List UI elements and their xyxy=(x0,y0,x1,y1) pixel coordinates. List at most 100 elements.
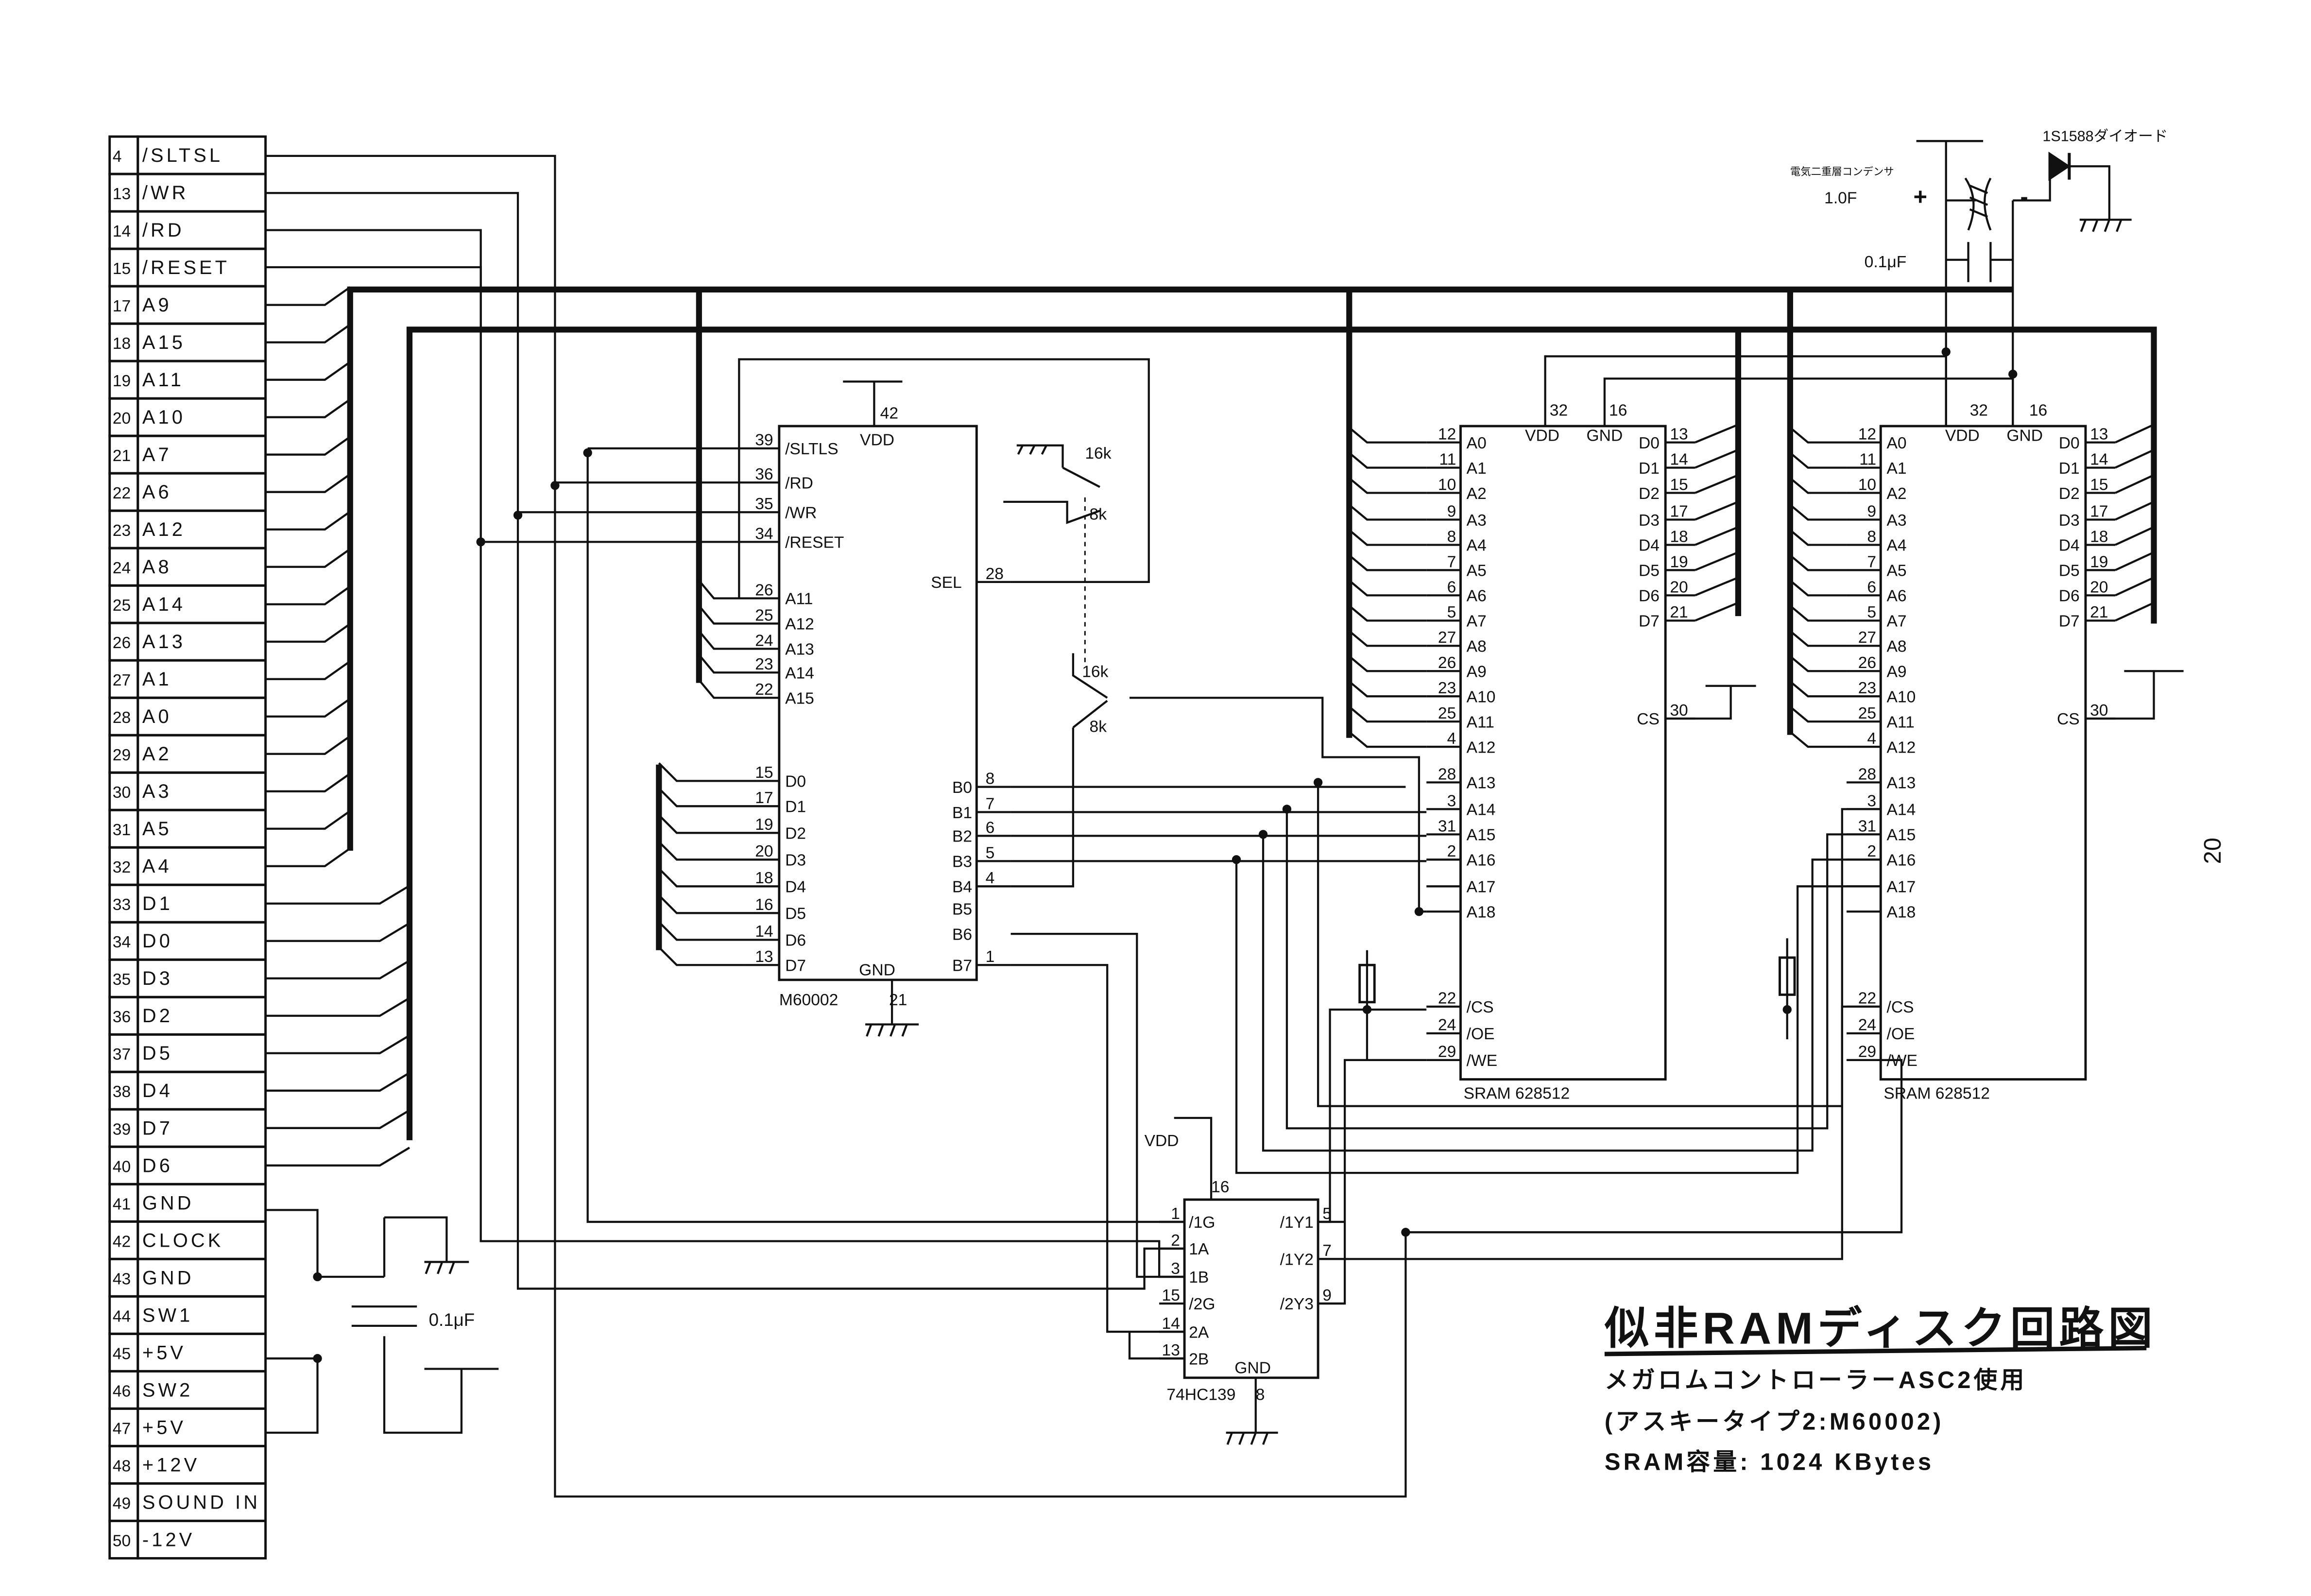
sram2-pin-d0: D0 xyxy=(2059,434,2080,452)
connector-signal-name: D4 xyxy=(142,1080,173,1101)
sram2-gnd-label: GND xyxy=(2006,427,2043,445)
sram1-pin-a12: A12 xyxy=(1467,738,1496,756)
m60002-pin-number: 36 xyxy=(755,465,773,483)
m60002-pin-b6: B6 xyxy=(952,926,972,944)
m60002-pin-number: 5 xyxy=(986,844,995,862)
sram2-vdd-pin: 32 xyxy=(1970,402,1988,420)
connector-pin-14: 14/RD xyxy=(108,210,267,250)
m60002-pin-nsltls: /SLTLS xyxy=(785,440,839,458)
m60002-pin-b2: B2 xyxy=(952,828,972,846)
m60002-pin-number: 22 xyxy=(755,681,773,699)
connector-signal-name: +5V xyxy=(142,1417,186,1438)
supercap-plus: + xyxy=(1913,184,1927,210)
sram2-pin-d6: D6 xyxy=(2059,587,2080,605)
sram2-pin-d4: D4 xyxy=(2059,537,2080,555)
m60002-pin-d0: D0 xyxy=(785,773,806,791)
ground-icons xyxy=(424,219,2184,1445)
sram1-pin-ncs: /CS xyxy=(1467,998,1494,1016)
sram1-pin-a10: A10 xyxy=(1467,688,1496,706)
connector-signal-name: A8 xyxy=(142,556,172,578)
sram-chip-1 xyxy=(1459,425,1667,1081)
sram2-pin-number: 3 xyxy=(1867,792,1876,810)
connector-pin-number: 23 xyxy=(113,522,131,540)
decoder-pin-1b: 1B xyxy=(1189,1269,1209,1287)
sram2-pin-number: 7 xyxy=(1867,553,1876,571)
sram1-pin-a11: A11 xyxy=(1467,713,1494,731)
sram1-pin-number: 20 xyxy=(1670,578,1688,596)
sram2-pin-d3: D3 xyxy=(2059,512,2080,530)
connector-pin-number: 14 xyxy=(113,223,131,240)
connector-signal-name: SOUND IN xyxy=(142,1492,260,1513)
sram2-pin-number: 17 xyxy=(2090,502,2108,520)
connector-pin-number: 32 xyxy=(113,858,131,876)
sram2-pin-d1: D1 xyxy=(2059,460,2080,478)
sram1-pin-number: 4 xyxy=(1447,730,1456,748)
m60002-label: M60002 xyxy=(779,991,838,1009)
junctions xyxy=(313,347,2018,1363)
sram1-pin-nwe: /WE xyxy=(1467,1052,1497,1070)
connector-pin-number: 45 xyxy=(113,1345,131,1363)
m60002-pin-number: 15 xyxy=(755,764,773,782)
sram2-pin-number: 6 xyxy=(1867,578,1876,596)
connector-pin-number: 47 xyxy=(113,1420,131,1438)
m60002-vdd-pin: 42 xyxy=(880,405,898,423)
connector-signal-name: /RESET xyxy=(142,257,230,278)
sram2-pin-a11: A11 xyxy=(1886,713,1914,731)
sram2-pin-a8: A8 xyxy=(1886,638,1906,656)
connector-pin-number: 39 xyxy=(113,1120,131,1138)
sram2-pin-number: 30 xyxy=(2090,702,2108,720)
decoder-pin-n2y3: /2Y3 xyxy=(1280,1295,1314,1313)
sram2-pin-d7: D7 xyxy=(2059,613,2080,631)
connector-pin-number: 18 xyxy=(113,335,131,353)
sram1-pin-number: 10 xyxy=(1438,476,1456,494)
sram2-pin-a10: A10 xyxy=(1886,688,1916,706)
sram2-pin-a6: A6 xyxy=(1886,587,1906,605)
m60002-pin-d7: D7 xyxy=(785,957,806,975)
connector-signal-name: D6 xyxy=(142,1155,173,1176)
sram1-pin-a14: A14 xyxy=(1467,801,1496,819)
pullup-resistor-1 xyxy=(1358,963,1376,1004)
sram1-pin-number: 9 xyxy=(1447,502,1456,520)
m60002-pin-nwr: /WR xyxy=(785,504,817,522)
sram2-pin-number: 26 xyxy=(1858,654,1876,672)
sram2-pin-number: 21 xyxy=(2090,603,2108,621)
m60002-pin-number: 8 xyxy=(986,770,995,788)
connector-pin-number: 27 xyxy=(113,671,131,689)
m60002-pin-d4: D4 xyxy=(785,878,806,896)
decoder-pin-number: 13 xyxy=(1162,1341,1180,1359)
m60002-pin-d3: D3 xyxy=(785,852,806,870)
connector-pin-number: 24 xyxy=(113,559,131,577)
sram1-pin-a4: A4 xyxy=(1467,537,1487,555)
decoder-pin-n1y1: /1Y1 xyxy=(1280,1214,1314,1232)
decoder-pin-number: 1 xyxy=(1171,1205,1180,1223)
connector-pin-number: 17 xyxy=(113,297,131,315)
connector-pin-number: 22 xyxy=(113,484,131,502)
sram2-pin-number: 27 xyxy=(1858,629,1876,647)
title-line3: SRAM容量: 1024 KBytes xyxy=(1605,1449,1934,1475)
sram2-pin-a17: A17 xyxy=(1886,878,1916,896)
sram1-pin-number: 6 xyxy=(1447,578,1456,596)
sram1-pin-a3: A3 xyxy=(1467,512,1487,530)
connector-signal-name: A10 xyxy=(142,407,186,428)
switch2-8k-label: 8k xyxy=(1090,718,1107,736)
m60002-pin-nrd: /RD xyxy=(785,474,813,492)
connector-signal-name: A14 xyxy=(142,594,186,615)
m60002-pin-nreset: /RESET xyxy=(785,534,844,552)
sram2-vdd-label: VDD xyxy=(1945,427,1980,445)
m60002-pin-number: 39 xyxy=(755,431,773,449)
sram1-pin-d0: D0 xyxy=(1639,434,1660,452)
sram2-pin-noe: /OE xyxy=(1886,1025,1915,1043)
sram1-gnd-label: GND xyxy=(1587,427,1623,445)
m60002-pin-number: 17 xyxy=(755,789,773,807)
sram2-pin-a0: A0 xyxy=(1886,434,1906,452)
connector-pin-number: 37 xyxy=(113,1046,131,1064)
sram2-pin-a14: A14 xyxy=(1886,801,1916,819)
sram1-pin-number: 17 xyxy=(1670,502,1688,520)
connector-signal-name: D5 xyxy=(142,1043,173,1064)
